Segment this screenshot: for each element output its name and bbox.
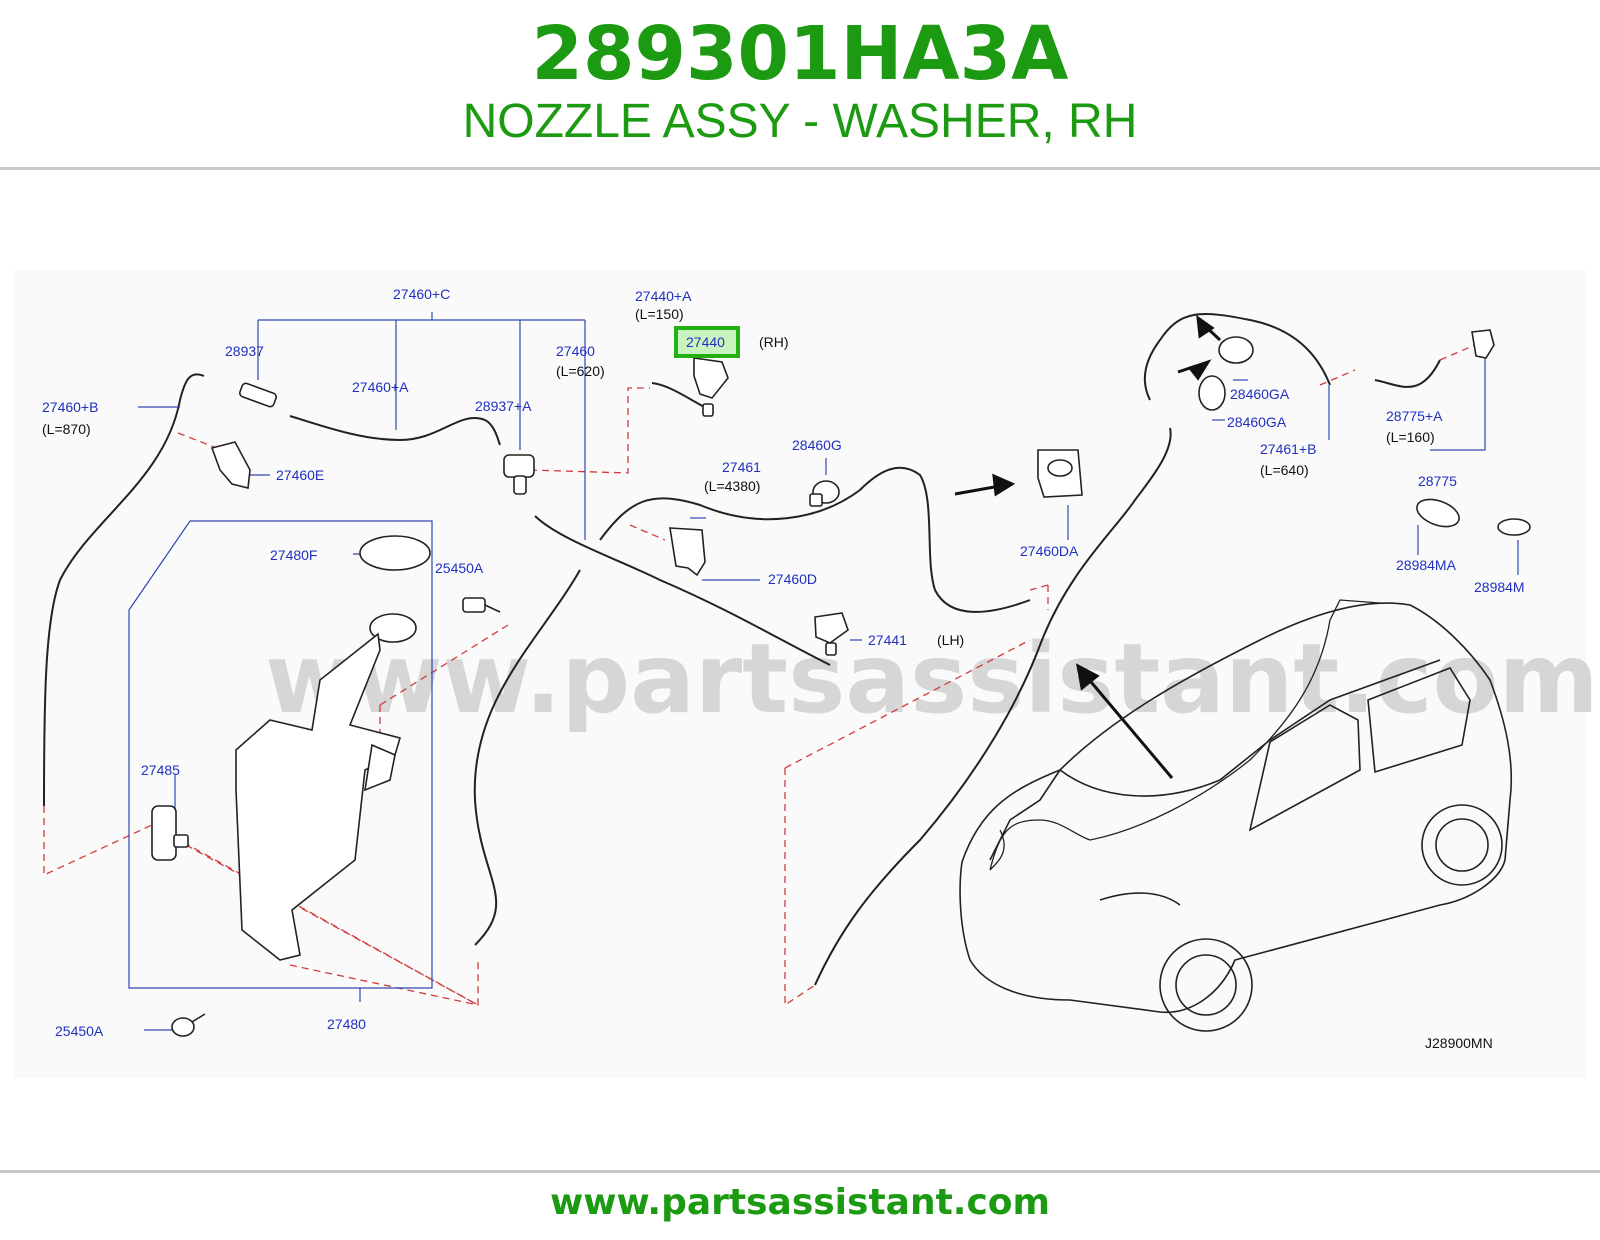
watermark: www.partsassistant.com xyxy=(265,623,1599,735)
dashed-leaders xyxy=(43,344,1476,1007)
hose-27460B xyxy=(43,373,205,807)
page-header: 289301HA3A NOZZLE ASSY - WASHER, RH xyxy=(0,0,1600,168)
direction-arrows xyxy=(954,314,1222,779)
label-27440: 27440 xyxy=(686,334,725,350)
part-27441-nozzle xyxy=(814,612,849,656)
label-27480F: 27480F xyxy=(270,547,317,563)
part-27460D xyxy=(669,527,706,577)
label-L870: (L=870) xyxy=(42,421,91,437)
label-28984MA: 28984MA xyxy=(1396,557,1457,573)
car-hose-routing xyxy=(989,599,1381,871)
label-28937A: 28937+A xyxy=(475,398,532,414)
hose-27460-b xyxy=(473,569,581,946)
label-27460E: 27460E xyxy=(276,467,324,483)
part-27460DA xyxy=(1037,449,1083,498)
label-27460A: 27460+A xyxy=(352,379,409,395)
label-27461B: 27461+B xyxy=(1260,441,1316,457)
header-divider xyxy=(0,167,1600,170)
label-27485: 27485 xyxy=(141,762,180,778)
label-25450A-lower: 25450A xyxy=(55,1023,104,1039)
label-L150: (L=150) xyxy=(635,306,684,322)
label-27460B: 27460+B xyxy=(42,399,98,415)
label-L160: (L=160) xyxy=(1386,429,1435,445)
part-25450A-1 xyxy=(462,597,501,613)
part-28460G xyxy=(809,480,840,507)
part-28937 xyxy=(239,382,277,408)
label-27441: 27441 xyxy=(868,632,907,648)
label-L620: (L=620) xyxy=(556,363,605,379)
part-28937A xyxy=(503,454,535,495)
label-28984M: 28984M xyxy=(1474,579,1525,595)
hose-27460-a xyxy=(534,515,831,666)
label-L640: (L=640) xyxy=(1260,462,1309,478)
label-27460: 27460 xyxy=(556,343,595,359)
label-L4380: (L=4380) xyxy=(704,478,760,494)
part-27480-tank xyxy=(235,613,417,961)
part-28460GA-2 xyxy=(1198,375,1226,411)
hose-28775A xyxy=(1374,359,1441,388)
part-number: 289301HA3A xyxy=(531,11,1069,97)
part-28775-nozzle xyxy=(1471,329,1495,359)
part-28460GA-1 xyxy=(1218,336,1254,364)
part-title: NOZZLE ASSY - WASHER, RH xyxy=(462,95,1138,148)
label-27440A: 27440+A xyxy=(635,288,692,304)
diagram-code: J28900MN xyxy=(1425,1035,1493,1051)
label-28460G: 28460G xyxy=(792,437,842,453)
label-28937: 28937 xyxy=(225,343,264,359)
label-LH: (LH) xyxy=(937,632,964,648)
part-28984M xyxy=(1497,518,1531,536)
hoses xyxy=(43,313,1441,986)
part-25450A-2 xyxy=(171,1013,206,1037)
hose-27460A xyxy=(289,415,501,446)
blue-leaders xyxy=(128,312,1519,1031)
label-27460C: 27460+C xyxy=(393,286,450,302)
label-28460GA-lower: 28460GA xyxy=(1227,414,1287,430)
label-27461: 27461 xyxy=(722,459,761,475)
label-27460DA: 27460DA xyxy=(1020,543,1079,559)
label-28775: 28775 xyxy=(1418,473,1457,489)
label-RH: (RH) xyxy=(759,334,789,350)
label-25450A-upper: 25450A xyxy=(435,560,484,576)
part-27440-nozzle xyxy=(693,357,729,417)
part-27460E xyxy=(210,441,251,489)
label-28775A: 28775+A xyxy=(1386,408,1443,424)
label-27460D: 27460D xyxy=(768,571,817,587)
footer-divider xyxy=(0,1170,1600,1173)
highlight-box xyxy=(674,326,740,358)
label-28460GA-upper: 28460GA xyxy=(1230,386,1290,402)
part-28984MA xyxy=(1416,498,1460,528)
label-27480: 27480 xyxy=(327,1016,366,1032)
part-27480F xyxy=(359,535,431,571)
part-27485-pump xyxy=(151,805,189,861)
hose-27461B xyxy=(1143,313,1331,401)
hose-27461B-run xyxy=(814,427,1172,986)
hose-27461 xyxy=(599,466,1031,613)
footer-url[interactable]: www.partsassistant.com xyxy=(549,1182,1051,1223)
highlighted-part-27440[interactable]: 27440 xyxy=(674,326,740,358)
parts xyxy=(151,329,1531,1037)
